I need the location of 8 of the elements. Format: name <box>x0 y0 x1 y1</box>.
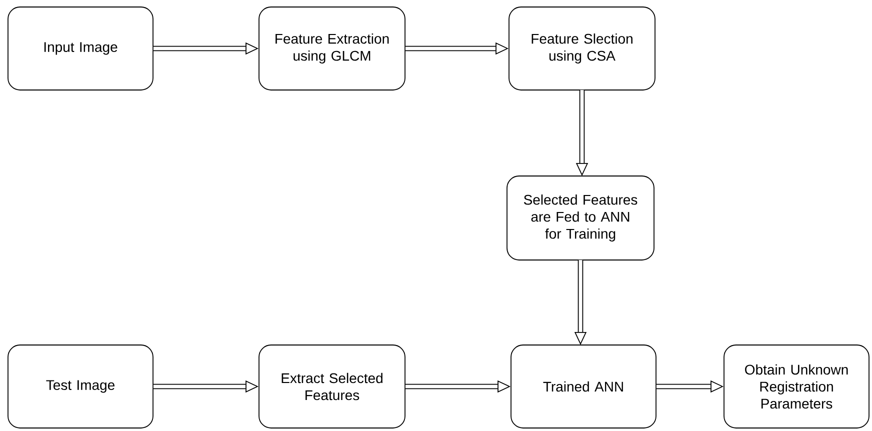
process-box: Extract Selected Features <box>258 344 406 428</box>
process-box: Feature Extraction using GLCM <box>258 6 406 90</box>
process-box: Selected Features are Fed to ANN for Training <box>506 176 654 260</box>
process-box: Input Image <box>8 6 154 90</box>
process-box: Obtain Unknown Registration Parameters <box>724 344 870 428</box>
process-box: Feature Slection using CSA <box>508 6 656 90</box>
process-box: Test Image <box>8 344 154 428</box>
process-box: Trained ANN <box>510 344 656 428</box>
